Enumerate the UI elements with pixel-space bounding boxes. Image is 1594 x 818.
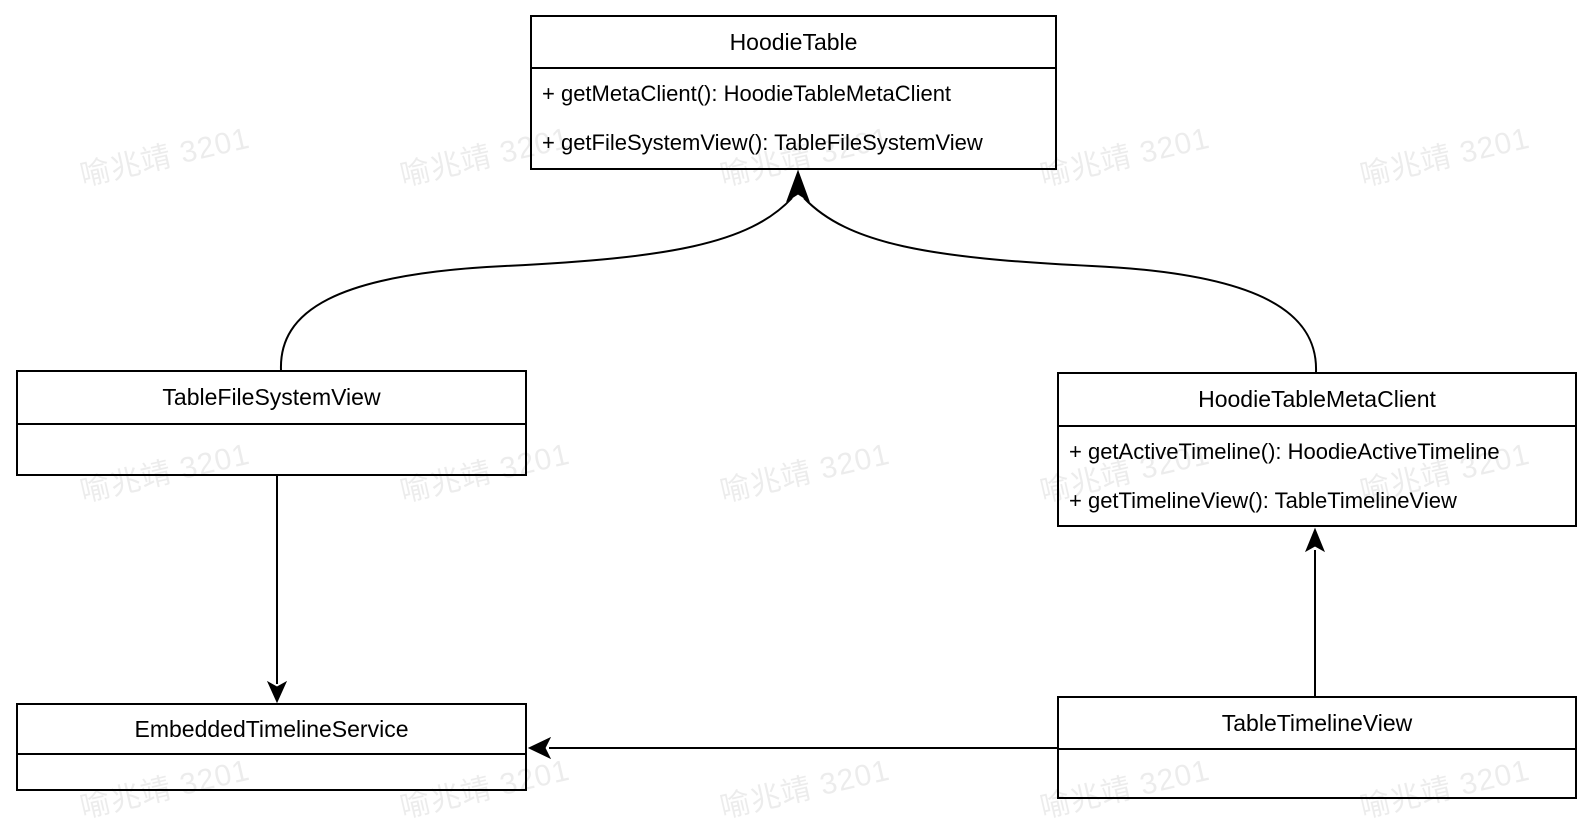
class-title: TableTimelineView xyxy=(1059,698,1575,750)
class-title: TableFileSystemView xyxy=(18,372,525,425)
class-title: HoodieTableMetaClient xyxy=(1059,374,1575,427)
arrowhead-up-hoodietablemetaclient xyxy=(1304,527,1326,553)
class-box-hoodietable: HoodieTable + getMetaClient(): HoodieTab… xyxy=(530,15,1057,170)
class-method: + getMetaClient(): HoodieTableMetaClient xyxy=(542,80,952,106)
arrowhead-down-embeddedtimelineservice xyxy=(266,680,288,704)
class-methods-empty xyxy=(18,425,525,474)
class-methods: + getActiveTimeline(): HoodieActiveTimel… xyxy=(1059,427,1575,525)
class-methods-empty xyxy=(18,755,525,789)
class-box-tabletimelineview: TableTimelineView xyxy=(1057,696,1577,799)
edge-tablefilesystemview-to-hoodietable xyxy=(279,197,793,371)
class-methods: + getMetaClient(): HoodieTableMetaClient… xyxy=(532,69,1055,168)
edge-hoodietablemetaclient-to-hoodietable xyxy=(803,197,1318,373)
class-method: + getFileSystemView(): TableFileSystemVi… xyxy=(542,130,983,156)
class-method: + getTimelineView(): TableTimelineView xyxy=(1069,487,1457,513)
class-method: + getActiveTimeline(): HoodieActiveTimel… xyxy=(1069,438,1500,464)
class-methods-empty xyxy=(1059,750,1575,797)
class-box-tablefilesystemview: TableFileSystemView xyxy=(16,370,527,476)
arrowhead-up-hoodietable xyxy=(786,169,810,203)
class-title: EmbeddedTimelineService xyxy=(18,705,525,755)
class-box-hoodietablemetaclient: HoodieTableMetaClient + getActiveTimelin… xyxy=(1057,372,1577,527)
class-box-embeddedtimelineservice: EmbeddedTimelineService xyxy=(16,703,527,791)
arrowhead-left-embeddedtimelineservice xyxy=(527,736,552,760)
class-title: HoodieTable xyxy=(532,17,1055,69)
